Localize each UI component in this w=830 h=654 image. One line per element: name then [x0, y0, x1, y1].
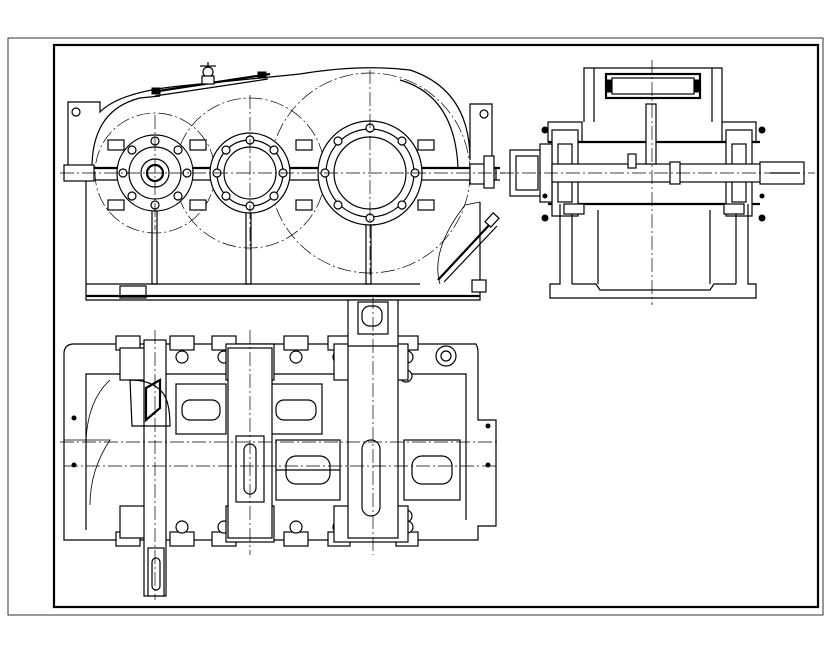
flange-bolts-front [107, 139, 435, 211]
oil-dipstick [437, 212, 500, 283]
front-housing-outline [67, 67, 493, 168]
side-view [500, 60, 815, 305]
top-view [60, 295, 500, 600]
front-view [60, 62, 505, 301]
side-cover-outline [583, 67, 723, 122]
inner-frame [52, 43, 820, 609]
drain-plug [471, 279, 487, 293]
lifting-eye-top [435, 345, 457, 367]
top-housing-outline [63, 343, 497, 541]
outer-border [7, 37, 824, 616]
